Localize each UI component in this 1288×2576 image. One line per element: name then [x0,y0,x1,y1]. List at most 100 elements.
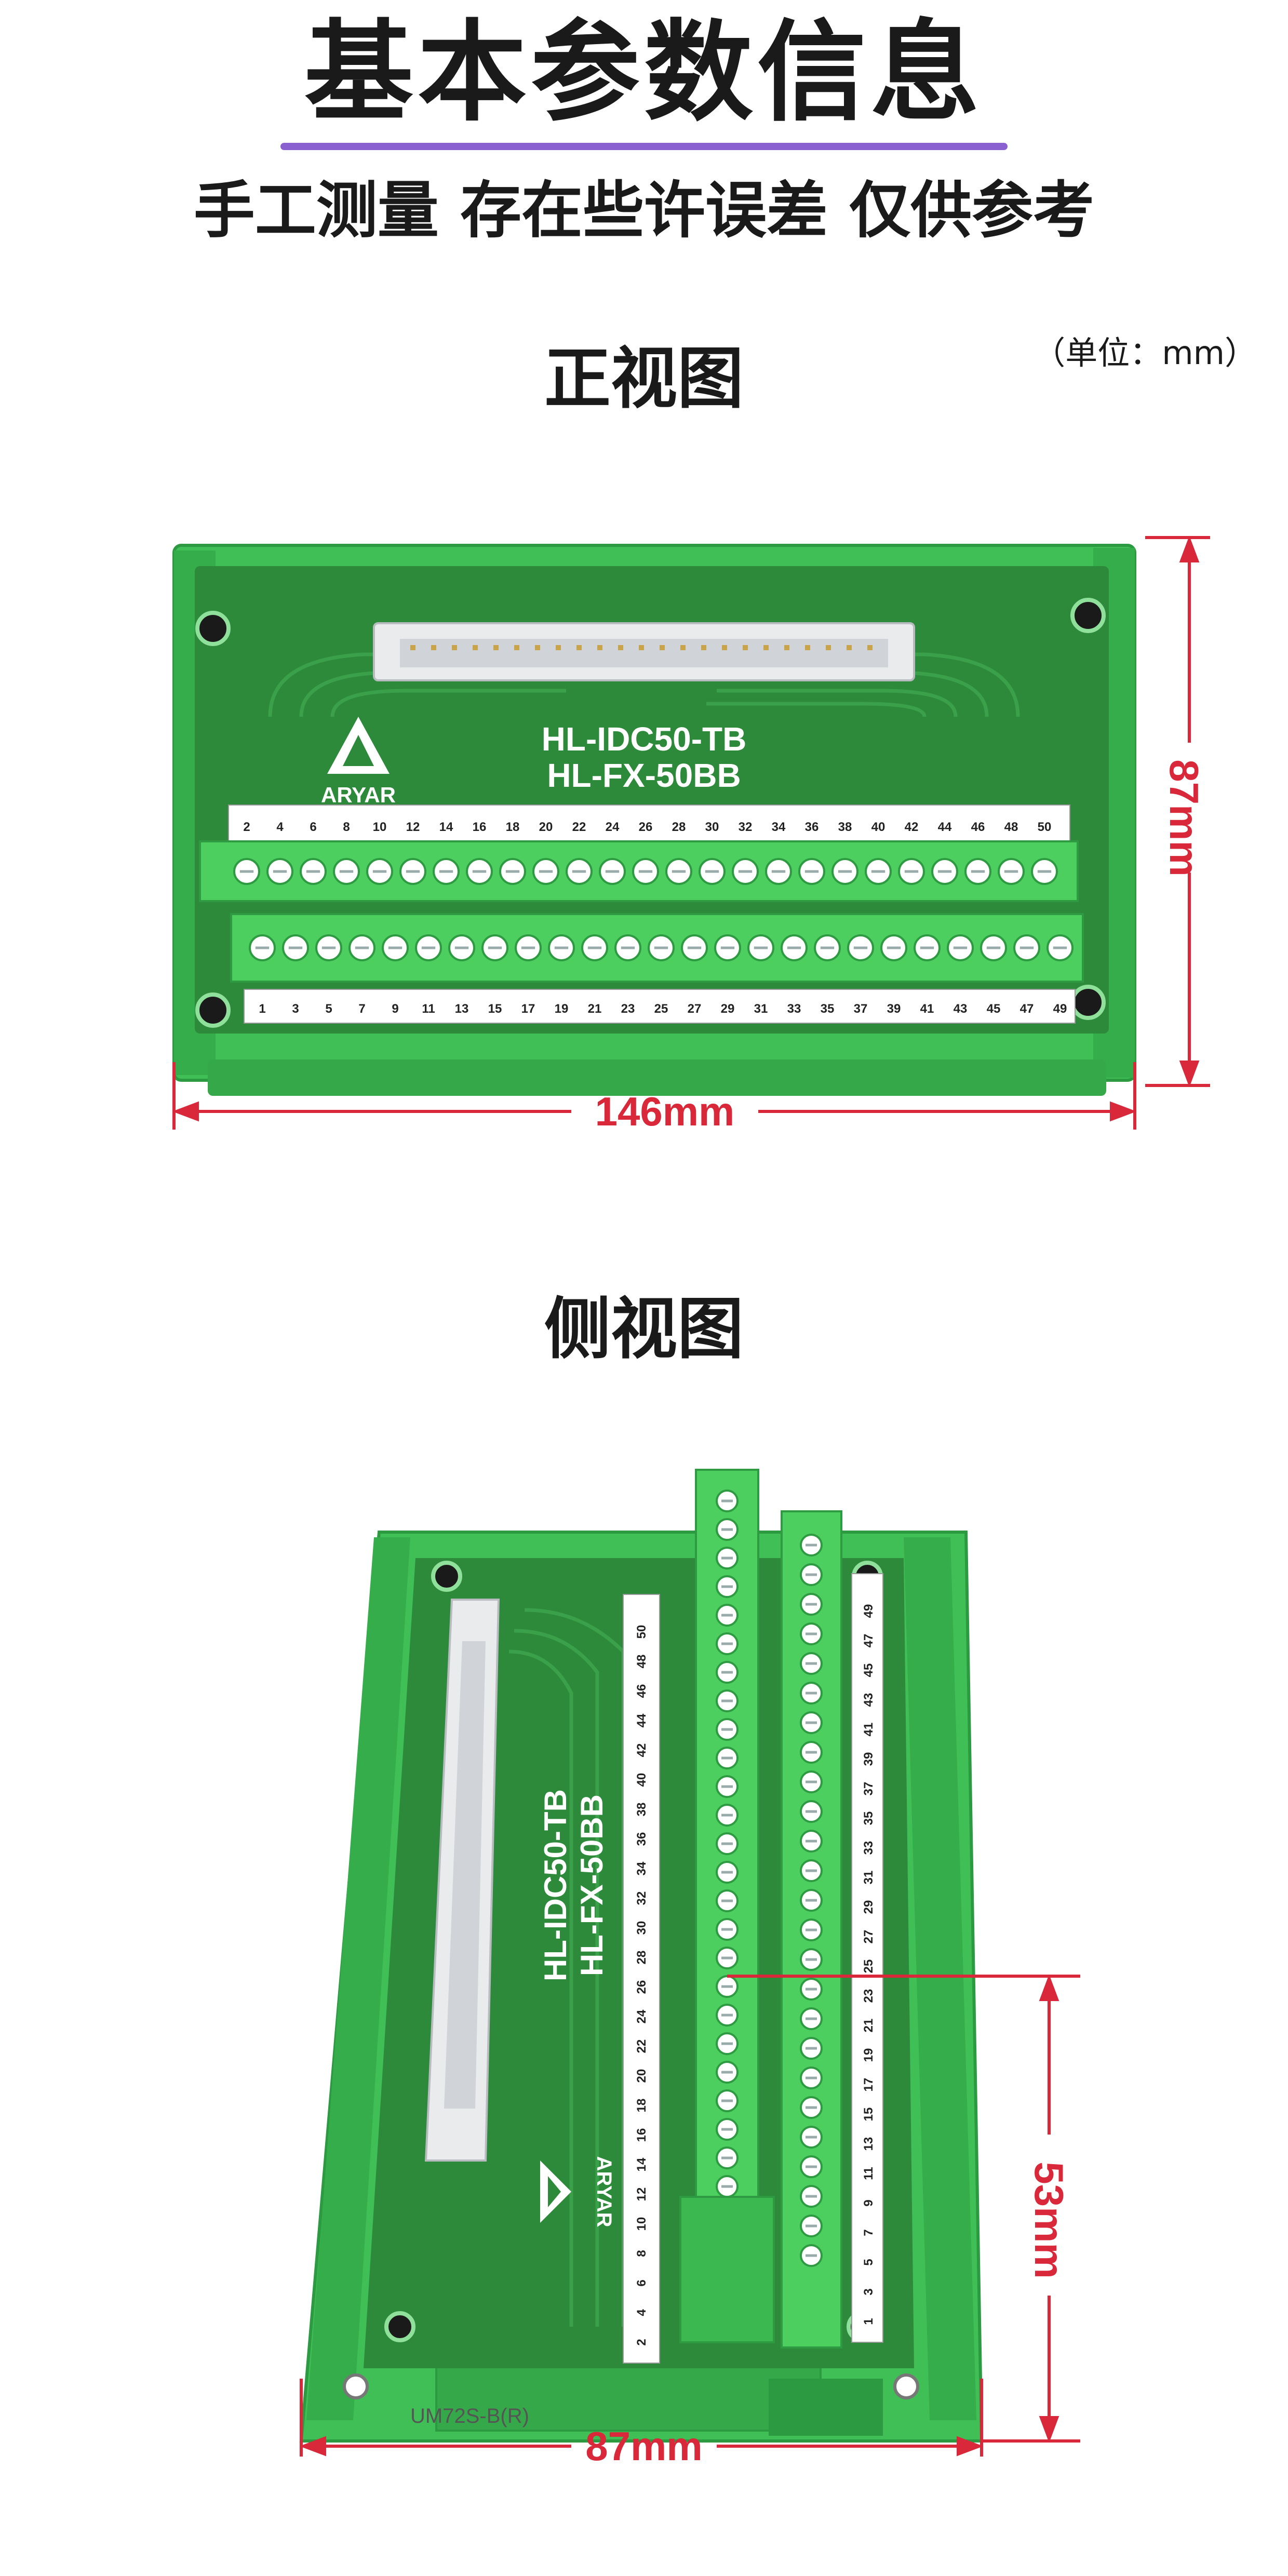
side-right-column-labels: 1357911131517192123252729313335373941434… [862,1604,876,2325]
page-subtitle: 手工测量 存在些许误差 仅供参考 [193,175,1095,246]
front-bottom-label: 13 [455,1002,469,1016]
side-view-title: 侧视图 [544,1291,744,1368]
front-idc-connector [373,622,915,681]
front-screw-holes [195,598,1106,1028]
side-right-label: 17 [862,2078,876,2092]
front-height-label: 87mm [1161,759,1207,877]
front-top-label: 24 [606,820,620,834]
front-top-label: 18 [506,820,520,834]
side-right-label: 33 [862,1841,876,1855]
front-bottom-label: 39 [887,1002,901,1016]
side-left-label: 4 [635,2309,649,2316]
front-top-label: 16 [473,820,487,834]
front-top-label-strip [228,804,1070,842]
side-right-label-strip [851,1573,883,2343]
side-right-label: 11 [862,2167,876,2180]
side-width-label: 87mm [585,2423,703,2469]
side-right-label: 31 [862,1871,876,1885]
front-rail-foot [208,1059,1106,1096]
side-right-label: 3 [862,2288,876,2295]
side-right-label: 25 [862,1960,876,1974]
side-right-label: 29 [862,1900,876,1914]
front-top-label: 20 [539,820,553,834]
front-top-label: 6 [310,820,316,834]
side-right-label: 19 [862,2048,876,2062]
front-top-label: 32 [739,820,753,834]
front-bottom-label: 7 [358,1002,365,1016]
front-bottom-label: 9 [392,1002,398,1016]
side-left-label: 28 [635,1951,649,1965]
side-left-label: 32 [635,1891,649,1906]
front-top-label: 26 [639,820,653,834]
front-bottom-label: 45 [987,1002,1001,1016]
front-top-label: 30 [705,820,719,834]
side-model-label-2: HL-FX-50BB [574,1794,609,1976]
front-bottom-label-strip [244,989,1076,1024]
unit-note: （单位：mm） [1033,334,1257,372]
front-upper-screws [233,858,1058,885]
front-bottom-label: 29 [721,1002,735,1016]
side-brand-logo [540,2161,571,2223]
side-left-label: 42 [635,1743,649,1757]
side-idc-connector [424,1599,500,2162]
front-bottom-label: 19 [555,1002,569,1016]
side-left-label: 16 [635,2128,649,2142]
side-rail-clip [769,2379,883,2436]
side-housing-left-lip [306,1537,410,2420]
side-left-label: 26 [635,1980,649,1994]
side-left-label: 24 [635,2009,649,2023]
side-left-label: 30 [635,1921,649,1935]
front-bottom-label: 43 [954,1002,968,1016]
side-left-label: 44 [635,1713,649,1727]
side-right-label: 15 [862,2108,876,2122]
side-pcb-traces [508,1608,625,2327]
front-top-label: 22 [572,820,586,834]
front-bottom-label: 37 [854,1002,868,1016]
front-bottom-label: 23 [621,1002,635,1016]
side-left-label: 2 [635,2339,649,2345]
front-lower-screws [249,934,1074,961]
side-housing-right-lip [904,1537,976,2420]
front-top-label: 50 [1038,820,1052,834]
side-tall-terminal-base [679,2196,775,2343]
side-right-label: 43 [862,1693,876,1707]
front-view-title: 正视图 [544,340,744,418]
side-width-dimension [299,2379,984,2457]
front-width-dimension [172,1062,1137,1130]
side-right-label: 7 [862,2229,876,2236]
front-top-label: 14 [439,820,453,834]
front-bottom-label: 31 [754,1002,768,1016]
front-top-label: 42 [905,820,919,834]
side-left-label: 22 [635,2040,649,2054]
front-top-label: 38 [838,820,852,834]
side-height-dimension [727,1974,1080,2443]
front-bottom-label: 15 [488,1002,502,1016]
side-left-label-strip [623,1594,660,2364]
side-view-drawing: UM72S-B(R) ARYAR HL-IDC50-TB HL-FX-50BB … [299,1469,1080,2457]
side-model-label: HL-IDC50-TB [538,1789,573,1981]
side-brand-name: ARYAR [593,2156,615,2227]
front-bottom-label: 49 [1053,1002,1067,1016]
front-brand-logo [327,717,390,774]
side-left-label: 18 [635,2099,649,2113]
front-width-label: 146mm [595,1089,735,1134]
front-top-label: 4 [276,820,284,834]
side-left-label: 36 [635,1832,649,1846]
front-top-label: 44 [938,820,952,834]
front-top-label: 12 [406,820,420,834]
front-top-label: 36 [805,820,819,834]
front-bottom-label: 47 [1020,1002,1034,1016]
side-right-label: 45 [862,1663,876,1678]
side-left-label: 10 [635,2217,649,2231]
side-left-label: 46 [635,1684,649,1698]
side-right-label: 21 [862,2019,876,2033]
side-left-label: 8 [635,2250,649,2257]
side-right-label: 1 [862,2318,876,2325]
front-top-label: 40 [871,820,886,834]
side-left-label: 12 [635,2188,649,2202]
side-right-label: 13 [862,2137,876,2151]
front-top-label: 46 [971,820,985,834]
side-left-column-labels: 2468101214161820222426283032343638404244… [635,1625,649,2346]
side-left-label: 20 [635,2069,649,2083]
